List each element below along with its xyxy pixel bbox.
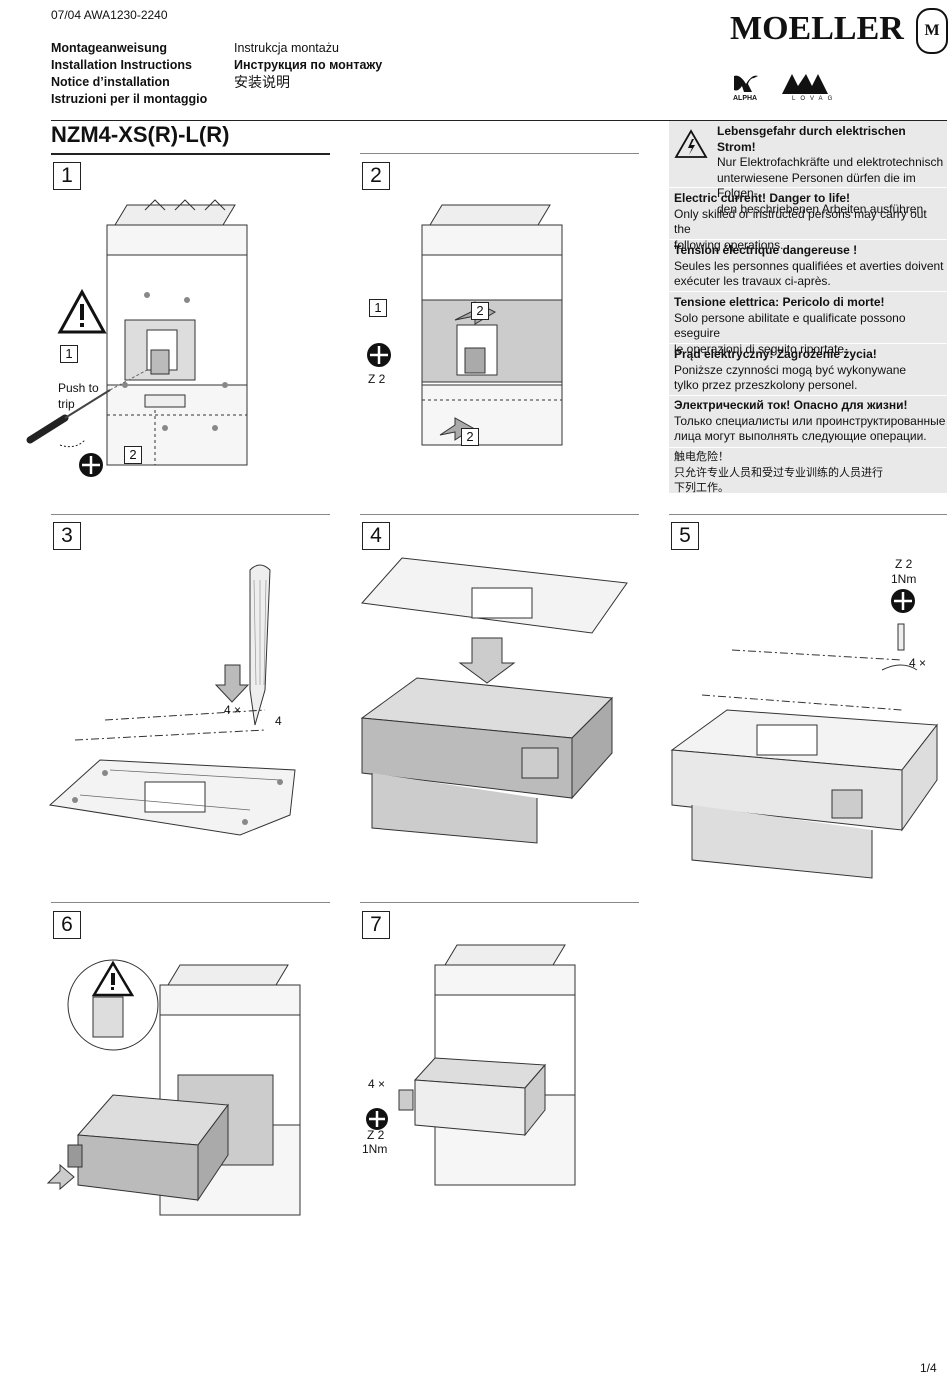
tool-label: Z 2 [895,557,913,571]
torque-label: 1Nm [891,572,917,586]
product-title: NZM4-XS(R)-L(R) [51,122,230,147]
crosshead-screwdriver-icon [79,453,103,477]
step-rule [51,514,330,515]
warning-zh-title: 触电危险！ [674,451,729,463]
step-rule [51,153,330,155]
tool-label: Z 2 [368,372,386,386]
brand-emblem: M [916,8,948,54]
crosshead-screwdriver-icon [366,1108,388,1130]
step7-final-illustration [398,944,576,1186]
title-fr: Notice d’installation [51,75,170,89]
step6-operator-illustration [46,959,301,1216]
step-number: 3 [53,522,81,550]
title-pl: Instrukcja montażu [234,41,339,55]
crosshead-screwdriver-icon [891,589,915,613]
alpha-logo-icon [734,75,758,92]
warning-de-line: unterwiesene Personen dürfen die im Folg… [717,170,916,201]
count-label: 4 × [909,656,927,670]
callout-label: 2 [124,446,142,464]
trip-label: trip [58,397,75,411]
warning-zh-line: 只允许专业人员和受过专业训练的人员进行 [674,466,883,479]
warning-fr-line: Seules les personnes qualifiées et avert… [674,258,944,273]
step2-breaker-illustration [421,204,563,446]
warning-en-line: Only skilled or instructed persons may c… [674,206,927,237]
step-number: 4 [362,522,390,550]
callout-label: 2 [471,302,489,320]
title-ru: Инструкция по монтажу [234,58,383,72]
step3-plate-illustration [48,564,296,836]
title-it: Istruzioni per il montaggio [51,92,208,106]
step1-breaker-illustration [26,199,248,466]
step-number: 7 [362,911,390,939]
warning-en-line: following operations. [674,237,784,252]
doc-code: 07/04 AWA1230-2240 [51,8,168,22]
step-rule [669,514,947,515]
lovag-label: LOVAG [792,96,838,102]
warning-it-line: le operazioni di seguito riportate. [674,341,848,356]
step4-assembly-illustration [360,557,628,844]
step-number: 6 [53,911,81,939]
step5-mounted-plate-illustration [670,623,938,879]
warning-ru-title: Электрический ток! Опасно для жизни! [674,398,908,412]
warning-zh-line: 下列工作。 [674,482,729,494]
step-rule [51,902,330,903]
count-label: 4 × [368,1077,386,1091]
push-to-label: Push to [58,381,99,395]
warning-de-line: den beschriebenen Arbeiten ausführen. [717,201,927,216]
title-en: Installation Instructions [51,58,192,72]
dimension-label: 4 [275,714,282,728]
title-zh: 安装说明 [234,74,290,90]
warning-it-title: Tensione elettrica: Pericolo di morte! [674,295,885,309]
step-rule [360,514,639,515]
step-number: 5 [671,522,699,550]
tool-label: Z 2 [367,1128,385,1142]
step-number: 2 [362,162,390,190]
lovag-logo-icon [782,74,828,94]
page-number: 1/4 [920,1361,937,1375]
safety-warning-panel: Lebensgefahr durch elektrischen Strom! N… [669,121,947,494]
electric-hazard-icon [674,129,708,158]
warning-en-title: Electric current! Danger to life! [674,191,851,205]
alpha-label: ALPHA [733,95,758,102]
warning-ru-line: Только специалисты или проинструктирован… [674,413,946,428]
header-rule [51,120,947,121]
warning-triangle-icon [57,288,107,334]
callout-label: 1 [369,299,387,317]
count-label: 4 × [224,703,242,717]
warning-pl-line: tylko przez przeszkolony personel. [674,378,858,392]
torque-label: 1Nm [362,1142,388,1156]
warning-pl-line: Poniższe czynności mogą być wykonywane [674,362,907,377]
warning-de-title: Lebensgefahr durch elektrischen Strom! [717,124,906,154]
warning-de-line: Nur Elektrofachkräfte und elektrotechnis… [717,155,944,169]
crosshead-screwdriver-icon [367,343,391,367]
warning-fr-line: exécuter les travaux ci-après. [674,274,831,288]
callout-label: 1 [60,345,78,363]
brand-logo: MOELLER [730,10,904,47]
step-rule [360,902,639,903]
step-rule [360,153,639,154]
warning-fr-title: Tension électrique dangereuse ! [674,243,858,257]
title-de: Montageanweisung [51,41,167,55]
warning-pl-title: Prąd elektryczny! Zagrożenie życia! [674,347,877,361]
step-number: 1 [53,162,81,190]
callout-label: 2 [461,428,479,446]
warning-it-line: Solo persone abilitate e qualificate pos… [674,310,906,341]
warning-ru-line: лица могут выполнять следующие операции. [674,429,927,443]
